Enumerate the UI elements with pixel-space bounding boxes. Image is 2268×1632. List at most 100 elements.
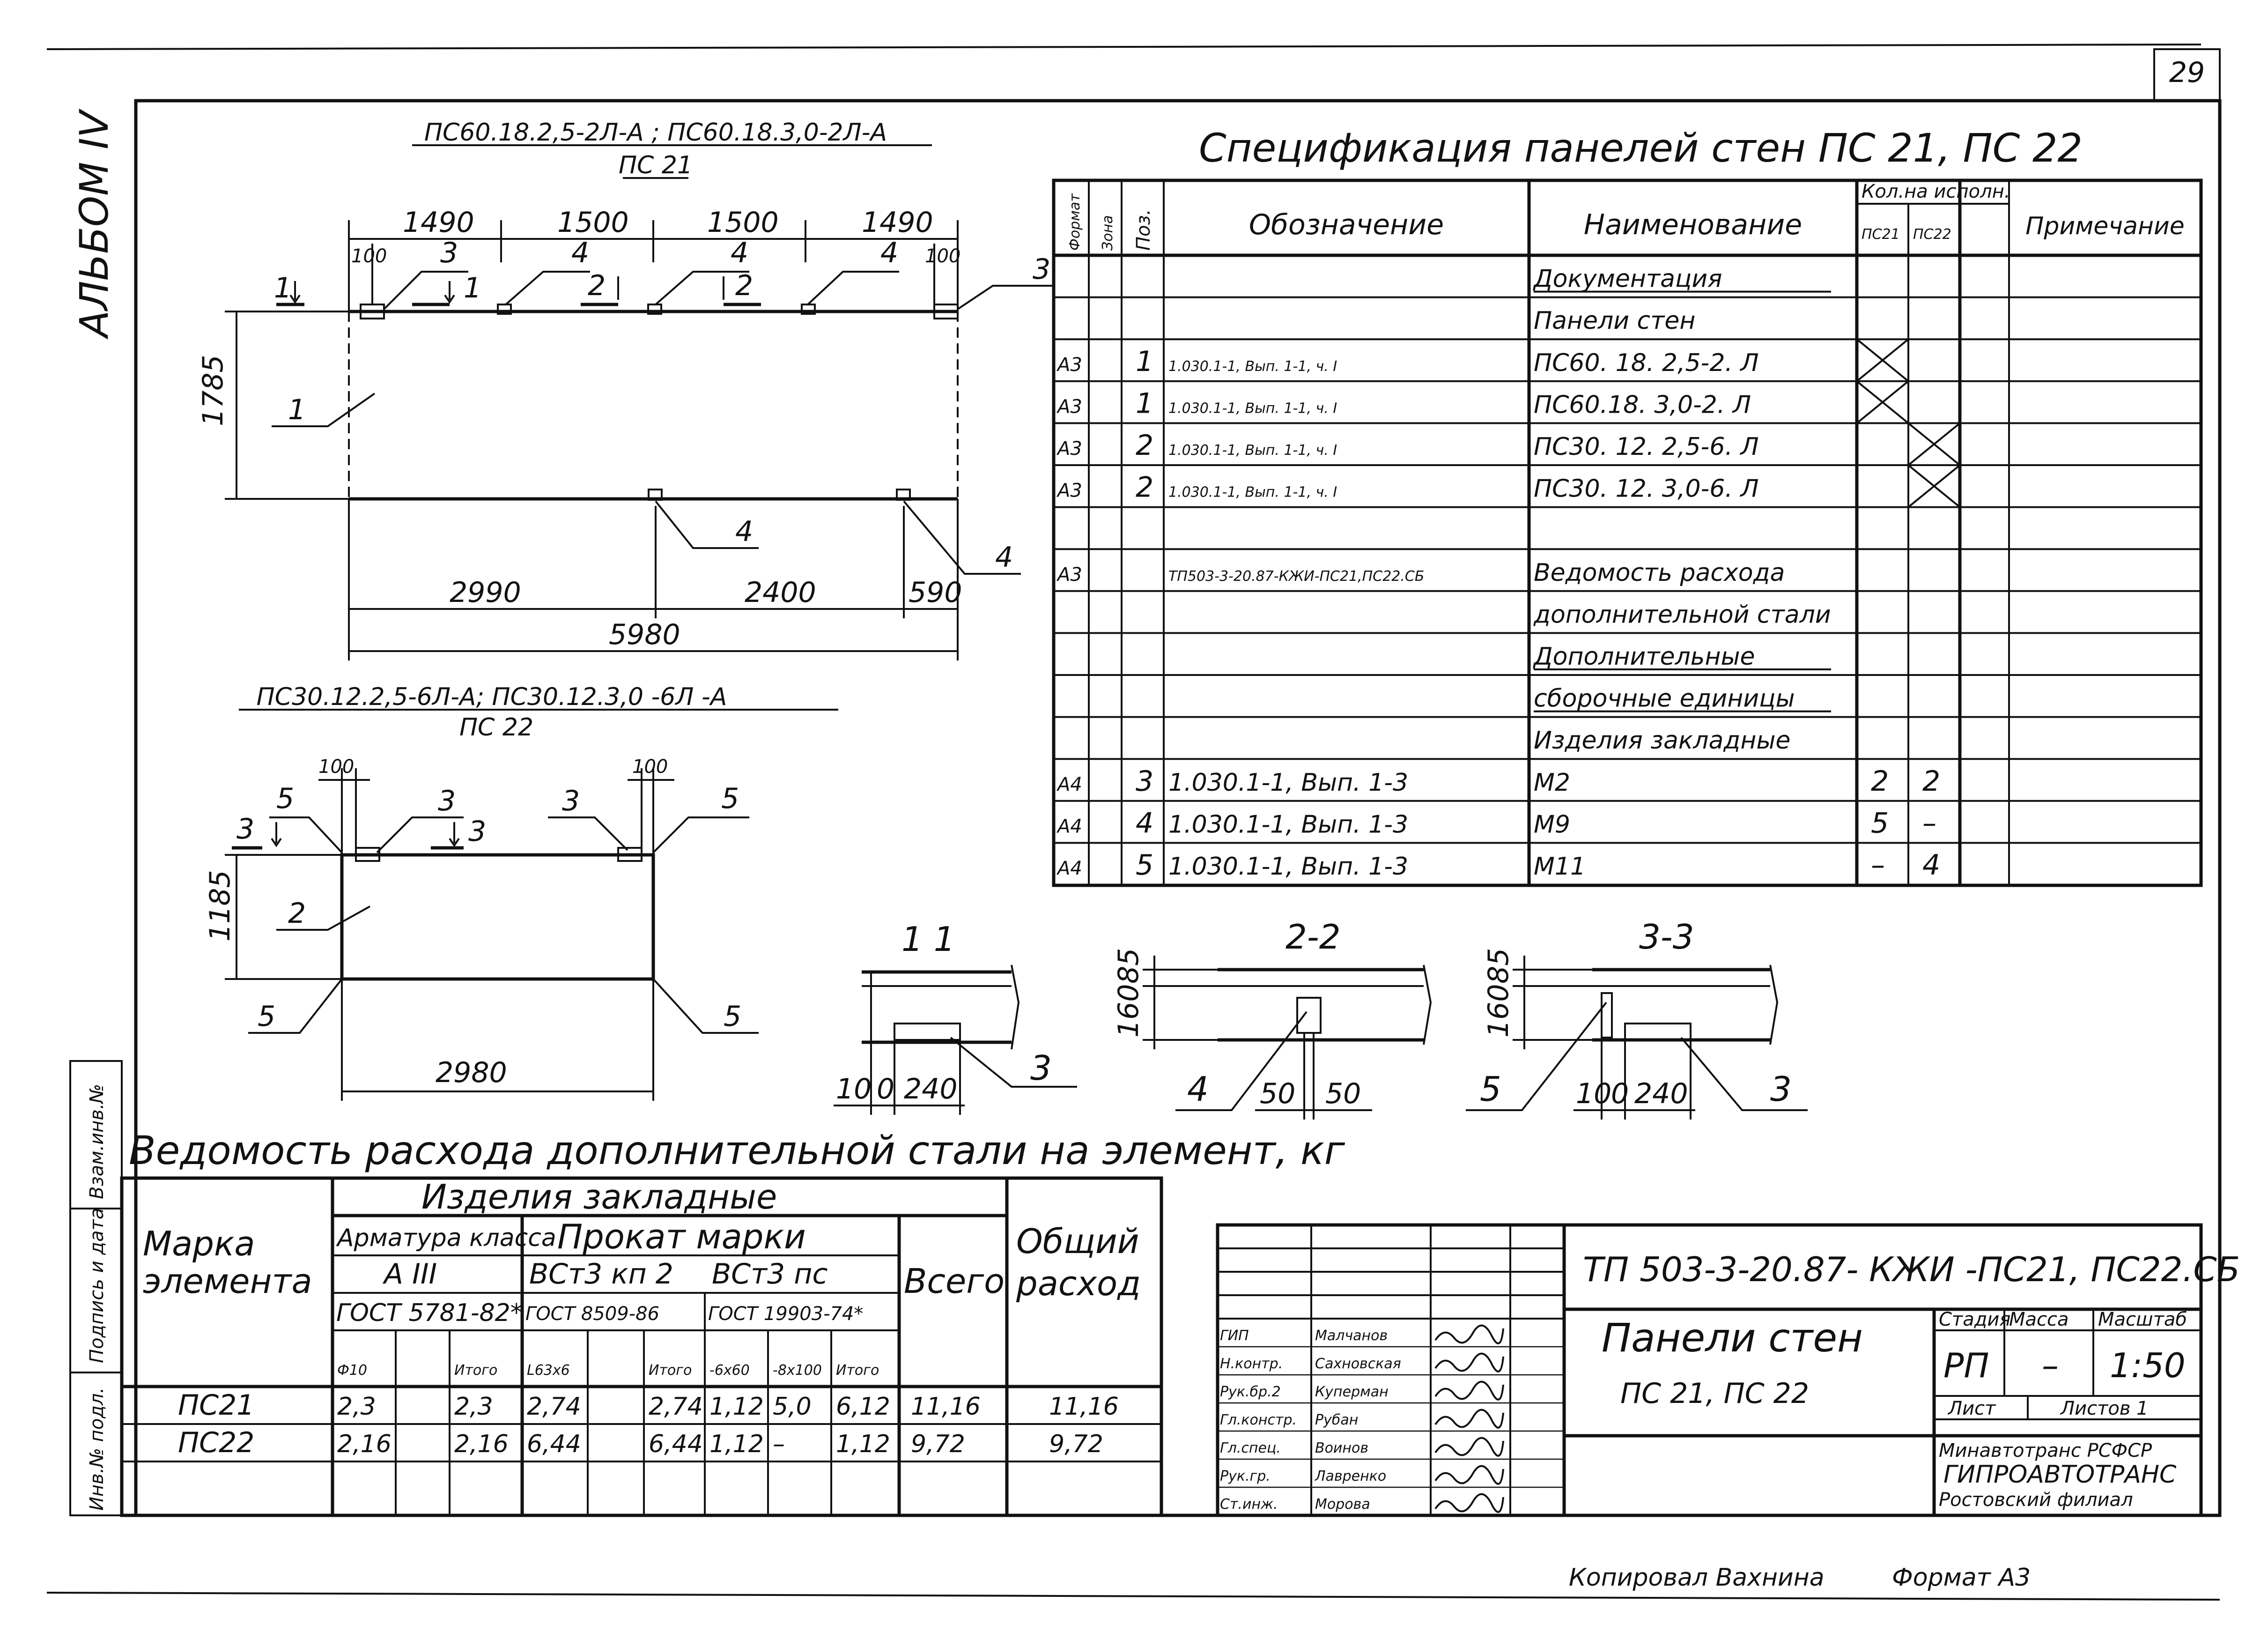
stamp-subtitle: ПС 21, ПС 22 — [1620, 1377, 1809, 1410]
stamp-name: Лавренко — [1315, 1468, 1386, 1484]
steel-h-mark-1: Марка — [143, 1224, 255, 1263]
spec-cell-qty: 2 — [1871, 765, 1889, 798]
section-2-dim-a: 50 — [1260, 1077, 1295, 1110]
steel-cell: 2,3 — [454, 1393, 493, 1421]
spec-cell-code: 1.030.1-1, Вып. 1-3 — [1168, 810, 1408, 838]
spec-qty-cross — [1907, 422, 1961, 466]
stamp-scale: 1:50 — [2110, 1346, 2186, 1385]
steel-cell: 2,16 — [337, 1430, 392, 1458]
steel-h-gost1: ГОСТ 5781-82* — [336, 1299, 523, 1327]
spec-header-note: Примечание — [2025, 212, 2185, 240]
stamp-scale-header: Масштаб — [2098, 1309, 2187, 1330]
panel1-callout-3a: 3 — [440, 237, 458, 269]
steel-subheader: Итого — [836, 1362, 879, 1379]
section-1-1: 1 1 10 0 240 3 — [834, 920, 1077, 1115]
stamp-role: Рук.гр. — [1220, 1468, 1271, 1484]
spec-cell-pos: 4 — [1136, 807, 1153, 839]
stamp-name: Куперман — [1315, 1384, 1389, 1400]
steel-cell: 2,3 — [337, 1393, 376, 1421]
spec-cell-name: сборочные единицы — [1534, 685, 1795, 713]
section-3-dim-h2: 85 — [1482, 948, 1515, 984]
section-2-2: 2-2 160 85 50 50 4 — [1112, 917, 1432, 1120]
panel1-callout-3b: 3 — [1033, 253, 1050, 286]
spec-cell-format: А3 — [1056, 564, 1082, 586]
spec-cell-pos: 5 — [1136, 849, 1153, 882]
stamp-role: Гл.спец. — [1220, 1440, 1281, 1456]
panel1-dim-top-3: 1500 — [707, 206, 779, 239]
steel-subheader: -6х60 — [709, 1362, 750, 1379]
spec-cell-pos: 3 — [1136, 765, 1153, 798]
spec-cell-qty: – — [1922, 807, 1936, 839]
signature — [1434, 1437, 1504, 1457]
spec-cell-code: 1.030.1-1, Вып. 1-3 — [1168, 769, 1408, 797]
steel-cell: 1,12 — [709, 1430, 764, 1458]
spec-header-format: Формат — [1067, 193, 1083, 251]
panel2-marks: ПС30.12.2,5-6Л-А; ПС30.12.3,0 -6Л -А — [257, 683, 727, 711]
spec-cell-code: 1.030.1-1, Вып. 1-1, ч. I — [1168, 400, 1337, 416]
signature — [1434, 1380, 1504, 1401]
panel1-marks: ПС60.18.2,5-2Л-А ; ПС60.18.3,0-2Л-А — [424, 119, 887, 147]
panel1-sec-2a: 2 — [588, 269, 606, 302]
section-2-dim-b: 50 — [1325, 1077, 1361, 1110]
stamp-title: Панели стен — [1602, 1315, 1863, 1361]
panel2-outline — [340, 853, 655, 981]
steel-h-general-1: Общий — [1016, 1222, 1139, 1261]
steel-subheader: L63х6 — [527, 1362, 570, 1379]
panel1-drawing: ПС60.18.2,5-2Л-А ; ПС60.18.3,0-2Л-А ПС 2… — [197, 119, 1054, 660]
stamp-org-2: ГИПРОАВТОТРАНС — [1943, 1461, 2177, 1489]
steel-row-mark: ПС21 — [178, 1389, 254, 1422]
spec-header-code: Обозначение — [1249, 208, 1444, 241]
spec-cell-code: 1.030.1-1, Вып. 1-3 — [1168, 853, 1408, 881]
steel-cell: 2,74 — [527, 1393, 581, 1421]
spec-cell-name: ПС60. 18. 2,5-2. Л — [1534, 349, 1759, 377]
spec-cell-name: Дополнительные — [1533, 643, 1755, 671]
signature — [1434, 1493, 1504, 1513]
spec-header-name: Наименование — [1584, 208, 1802, 241]
signature — [1434, 1352, 1504, 1372]
panel2-callout-5c: 5 — [258, 1000, 275, 1033]
spec-cell-code: 1.030.1-1, Вып. 1-1, ч. I — [1168, 442, 1337, 459]
spec-header-ps22: ПС22 — [1913, 226, 1951, 243]
steel-cell: – — [773, 1430, 785, 1458]
stamp-stage: РП — [1943, 1346, 1989, 1385]
panel2-callout-5a: 5 — [276, 782, 294, 815]
steel-h-total: Всего — [904, 1261, 1005, 1301]
stamp-name: Сахновская — [1315, 1356, 1401, 1372]
steel-cell: 6,12 — [836, 1393, 890, 1421]
steel-cell: 2,74 — [649, 1393, 703, 1421]
steel-title: Ведомость расхода дополнительной стали н… — [129, 1128, 1345, 1173]
steel-subheader: Итого — [649, 1362, 692, 1379]
top-trim-line — [46, 44, 2202, 50]
panel1-callout-4c: 4 — [880, 237, 898, 269]
spec-cell-pos: 1 — [1136, 387, 1153, 420]
panel1-name: ПС 21 — [619, 151, 693, 179]
stamp-name: Малчанов — [1315, 1328, 1388, 1344]
spec-cell-code: 1.030.1-1, Вып. 1-1, ч. I — [1168, 484, 1337, 501]
section-3-dim-b: 0 — [1611, 1077, 1629, 1110]
steel-h-gost2: ГОСТ 8509-86 — [525, 1303, 659, 1325]
spec-qty-cross — [1856, 338, 1909, 382]
panel2-dim-edge-2: 100 — [632, 756, 668, 778]
panel1-callout-4d: 4 — [735, 515, 753, 548]
panel2-height: 1185 — [204, 870, 236, 942]
panel2-drawing: ПС30.12.2,5-6Л-А; ПС30.12.3,0 -6Л -А ПС … — [204, 683, 838, 1101]
stamp-org-3: Ростовский филиал — [1939, 1489, 2133, 1511]
panel2-callout-5b: 5 — [721, 782, 739, 815]
steel-row-total: 9,72 — [911, 1430, 965, 1458]
panel1-dim-bottom-2: 2400 — [745, 576, 816, 609]
steel-h-rebar: Арматура класса — [336, 1224, 556, 1252]
spec-cell-format: А3 — [1056, 396, 1082, 417]
spec-cell-name: дополнительной стали — [1533, 601, 1831, 629]
steel-h-vst3kp2: ВСт3 кп 2 — [529, 1258, 673, 1291]
spec-cell-name: Документация — [1533, 265, 1722, 293]
steel-h-rolled: Прокат марки — [557, 1217, 806, 1256]
signature — [1434, 1324, 1504, 1344]
steel-cell: 1,12 — [709, 1393, 764, 1421]
sheet-number: 29 — [2169, 56, 2205, 89]
spec-cell-qty: 4 — [1922, 849, 1940, 882]
spec-cell-format: А4 — [1056, 858, 1082, 879]
spec-cell-format: А3 — [1056, 480, 1082, 502]
